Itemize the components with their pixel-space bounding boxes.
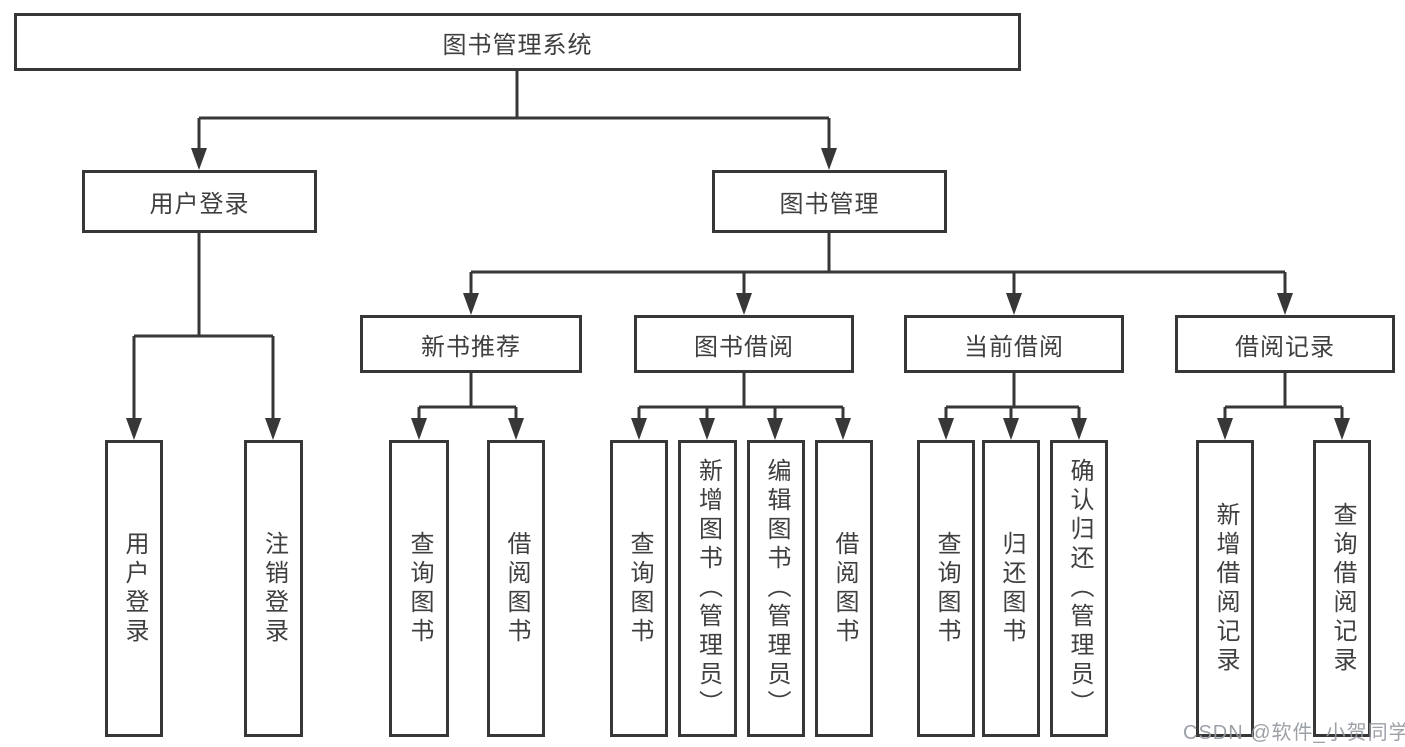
leaf-return-books-label: 归还图书 [998,530,1025,647]
leaf-user-login: 用户登录 [105,440,163,737]
leaf-borrow-books-1-label: 借阅图书 [503,530,530,647]
leaf-add-borrow-record-label: 新增借阅记录 [1212,501,1239,676]
node-current-borrowing: 当前借阅 [904,315,1124,373]
node-library-management-system: 图书管理系统 [14,13,1021,71]
leaf-add-books-admin-label: 新增图书（管理员） [694,458,722,719]
node-library-management-system-label: 图书管理系统 [442,31,593,59]
leaf-edit-books-admin-label: 编辑图书（管理员） [763,458,790,719]
node-borrowing-records-label: 借阅记录 [1235,333,1335,361]
node-book-borrowing-label: 图书借阅 [694,333,794,361]
leaf-query-books-3: 查询图书 [917,440,975,737]
watermark: CSDN @软件_小贺同学 [1183,722,1405,744]
leaf-query-books-1-label: 查询图书 [406,530,433,647]
leaf-borrow-books-2: 借阅图书 [815,440,873,737]
node-new-book-recommend: 新书推荐 [360,315,582,373]
leaf-query-borrow-record-label: 查询借阅记录 [1329,501,1356,676]
leaf-query-books-2: 查询图书 [610,440,668,737]
leaf-borrow-books-2-label: 借阅图书 [831,530,858,647]
leaf-add-borrow-record: 新增借阅记录 [1196,440,1254,737]
leaf-logout: 注销登录 [244,440,303,737]
leaf-query-books-3-label: 查询图书 [933,530,960,647]
leaf-logout-label: 注销登录 [260,530,288,647]
leaf-edit-books-admin: 编辑图书（管理员） [747,440,805,737]
node-borrowing-records: 借阅记录 [1175,315,1395,373]
leaf-query-books-1: 查询图书 [389,440,449,737]
node-user-login-label: 用户登录 [149,191,250,218]
node-book-borrowing: 图书借阅 [634,315,854,373]
leaf-confirm-return-admin-label: 确认归还（管理员） [1066,458,1093,719]
node-user-login: 用户登录 [82,170,317,233]
leaf-borrow-books-1: 借阅图书 [487,440,545,737]
leaf-return-books: 归还图书 [982,440,1040,737]
node-current-borrowing-label: 当前借阅 [964,333,1064,361]
leaf-add-books-admin: 新增图书（管理员） [678,440,737,737]
node-book-management: 图书管理 [712,170,947,233]
node-book-management-label: 图书管理 [779,191,880,218]
leaf-confirm-return-admin: 确认归还（管理员） [1050,440,1108,737]
leaf-query-borrow-record: 查询借阅记录 [1313,440,1371,737]
leaf-query-books-2-label: 查询图书 [626,530,653,647]
leaf-user-login-label: 用户登录 [121,530,148,647]
node-new-book-recommend-label: 新书推荐 [421,333,521,361]
